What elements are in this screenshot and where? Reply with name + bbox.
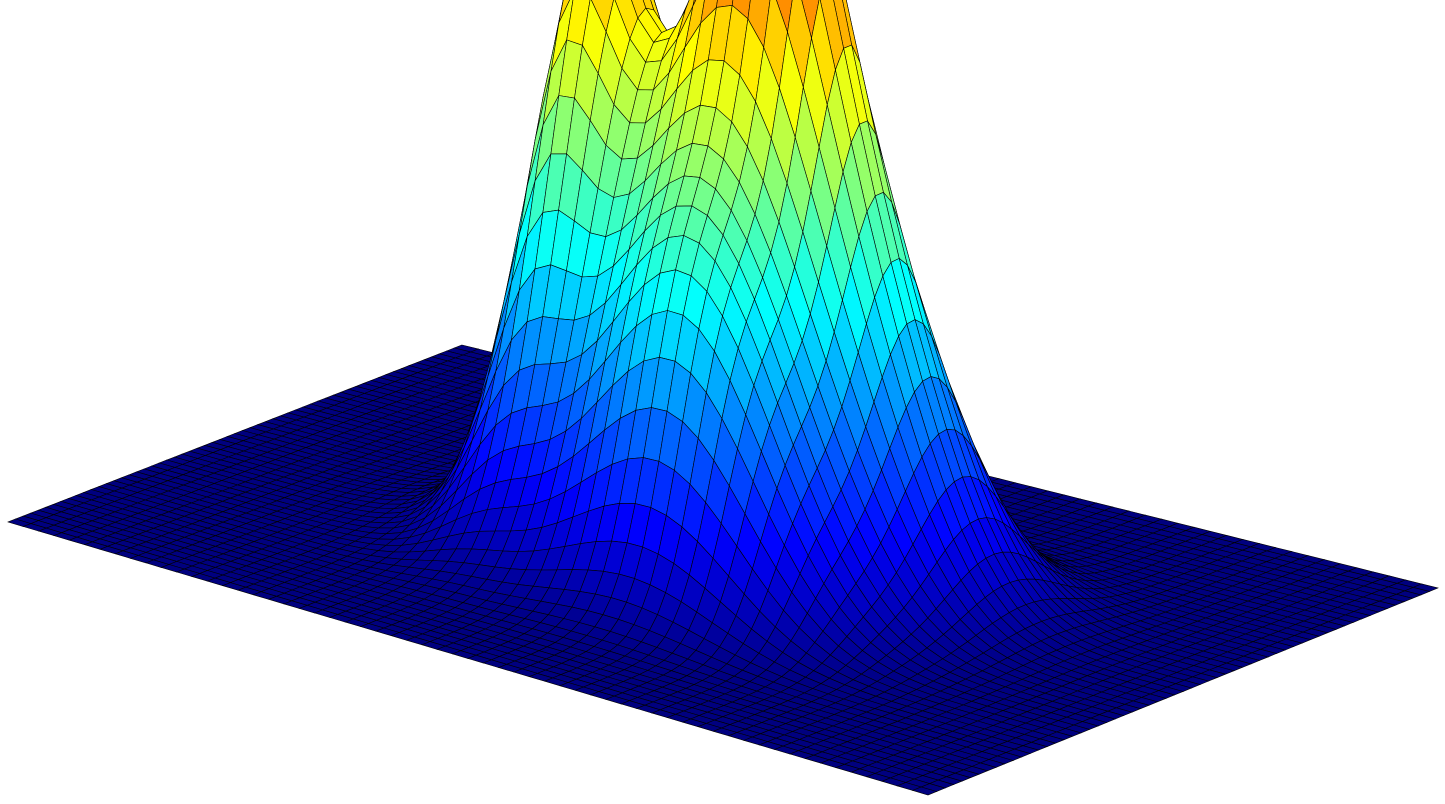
surface-face (911, 786, 938, 796)
surface-faces (7, 0, 1439, 796)
